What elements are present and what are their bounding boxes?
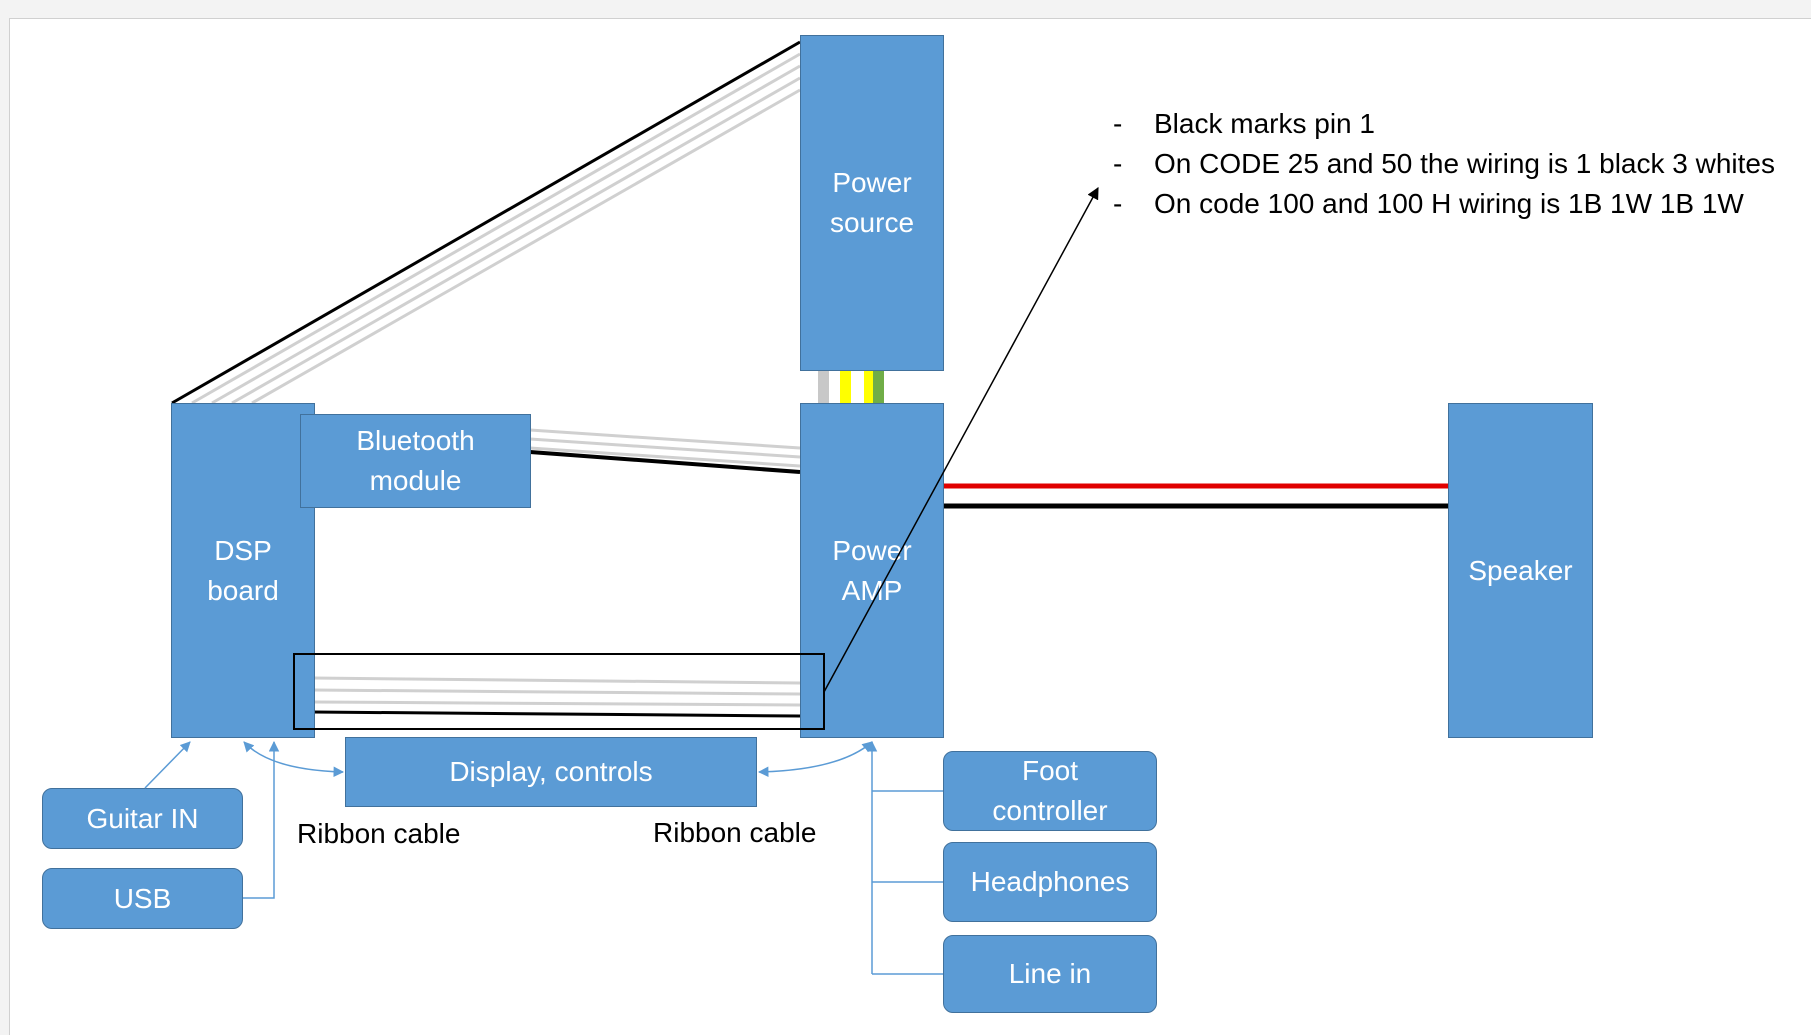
note-item: On CODE 25 and 50 the wiring is 1 black … [1108,144,1798,184]
ribbon-cable-right-connector [757,741,873,778]
foot-controller-label: Foot controller [992,755,1108,826]
note-text: On CODE 25 and 50 the wiring is 1 black … [1154,148,1775,179]
wire-white [529,437,801,459]
line-in-block: Line in [943,935,1157,1013]
wiring-notes: Black marks pin 1 On CODE 25 and 50 the … [1108,104,1798,224]
headphones-block: Headphones [943,842,1157,922]
power-connector-wires [818,371,884,404]
usb-label: USB [113,882,172,914]
power-amp-label: Power AMP [832,534,912,606]
ribbon-cable-label-right: Ribbon cable [653,817,817,848]
wire-white [312,700,801,707]
guitar-in-block: Guitar IN [42,788,243,849]
wire-white [312,688,801,696]
power-source-label: Power source [829,167,915,238]
foot-controller-block: Foot controller [943,751,1157,831]
notes-pointer-arrow [823,186,1099,693]
wire-white [529,428,801,450]
display-controls-block: Display, controls [345,737,757,807]
wire-yellow [864,371,873,404]
speaker-block: Speaker [1448,403,1593,738]
note-text: Black marks pin 1 [1154,108,1375,139]
display-controls-label: Display, controls [449,756,653,787]
usb-block: USB [42,868,243,929]
note-item: On code 100 and 100 H wiring is 1B 1W 1B… [1108,184,1798,224]
wire-white [529,446,801,468]
wire-white [312,676,801,685]
note-item: Black marks pin 1 [1108,104,1798,144]
wire-green [873,371,884,404]
line-in-label: Line in [1008,958,1092,989]
dsp-to-amp-ribbon [312,676,801,718]
ribbon-cable-left-connector [243,741,345,777]
usb-connector [243,740,280,899]
headphones-label: Headphones [970,866,1130,897]
wire-black [171,40,801,405]
wire-white [231,76,801,405]
wire-gray [818,371,829,404]
guitar-in-connector [144,741,191,789]
wire-black [312,710,801,718]
power-source-block: Power source [800,35,944,371]
power-to-dsp-wires [171,40,801,405]
wire-black [529,450,801,474]
wire-yellow [840,371,851,404]
wire-white [211,64,801,405]
wire-white [191,52,801,405]
dsp-board-block: DSP board [171,403,315,738]
ribbon-highlight-box [293,653,825,730]
bluetooth-module-label: Bluetooth module [356,425,475,496]
bluetooth-to-amp-wires [529,428,801,474]
wire-white [251,88,801,405]
speaker-label: Speaker [1468,554,1573,586]
ribbon-cable-label-left: Ribbon cable [297,818,461,849]
note-text: On code 100 and 100 H wiring is 1B 1W 1B… [1154,188,1744,219]
dsp-board-label: DSP board [207,534,279,606]
speaker-wires [943,483,1449,509]
bluetooth-module-block: Bluetooth module [300,414,531,508]
guitar-in-label: Guitar IN [86,802,199,834]
